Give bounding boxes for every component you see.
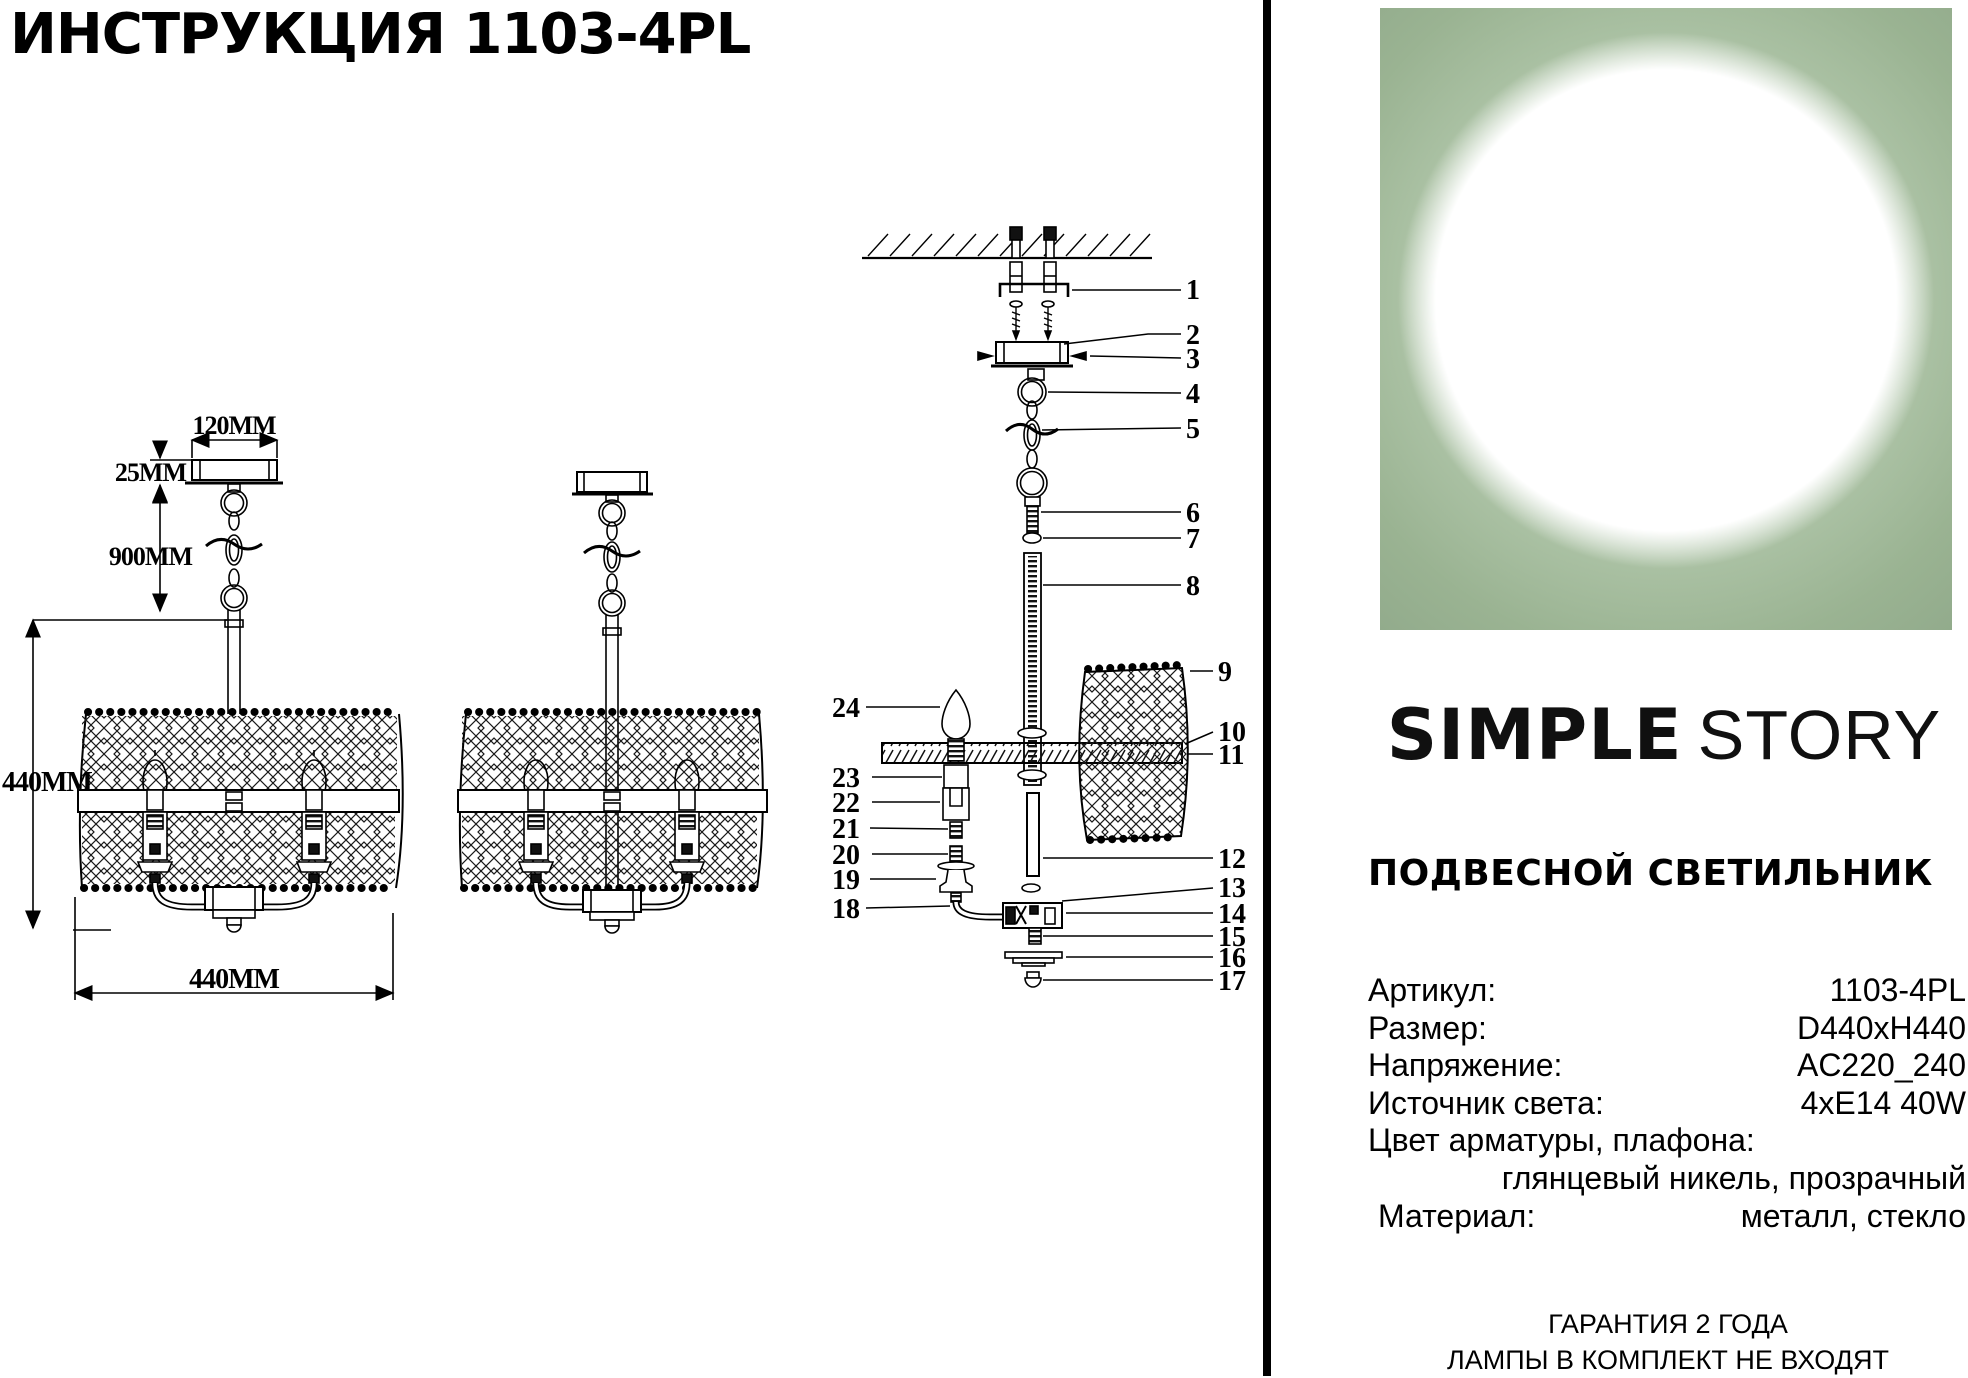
left-view — [25, 432, 404, 1001]
callout-2: 2 — [1186, 320, 1200, 351]
spec-label: Цвет арматуры, плафона: — [1368, 1122, 1755, 1159]
callout-13: 13 — [1218, 873, 1246, 904]
spec-list: Артикул: 1103-4PL Размер: D440xH440 Напр… — [1368, 972, 1966, 1235]
callout-10: 10 — [1218, 717, 1246, 748]
spec-row-article: Артикул: 1103-4PL — [1368, 972, 1966, 1010]
callout-6: 6 — [1186, 498, 1200, 529]
callout-11: 11 — [1218, 740, 1244, 771]
brand-logo-secondary: STORY — [1697, 696, 1942, 774]
bobeche-cup — [937, 861, 975, 893]
spec-value: D440xH440 — [1797, 1009, 1966, 1046]
callout-23: 23 — [832, 763, 860, 794]
callout-12: 12 — [1218, 844, 1246, 875]
dim-shade-width: 440MM — [189, 964, 279, 995]
footer-notes: ГАРАНТИЯ 2 ГОДА ЛАМПЫ В КОМПЛЕКТ НЕ ВХОД… — [1372, 1306, 1964, 1378]
callout-24: 24 — [832, 693, 860, 724]
front-view-socket-left — [517, 789, 555, 884]
callout-21: 21 — [832, 814, 860, 845]
spec-value: металл, стекло — [1740, 1197, 1966, 1234]
spec-label: Напряжение: — [1368, 1047, 1563, 1084]
callout-22: 22 — [832, 788, 860, 819]
callout-16: 16 — [1218, 943, 1246, 974]
mounting-screw — [1009, 300, 1055, 342]
technical-diagram: 120MM 25MM 900MM 440MM 440MM 1 2 3 4 5 6… — [2, 226, 1246, 1001]
brand-logo-primary: SIMPLE — [1386, 694, 1683, 776]
hub-assembly — [1002, 902, 1063, 988]
callout-18: 18 — [832, 894, 860, 925]
callout-3: 3 — [1186, 344, 1200, 375]
ceiling-anchor — [1009, 226, 1057, 293]
spec-row-size: Размер: D440xH440 — [1368, 1010, 1966, 1048]
callout-1: 1 — [1186, 275, 1200, 306]
warranty-note: ГАРАНТИЯ 2 ГОДА — [1548, 1309, 1788, 1339]
spec-value: AC220_240 — [1796, 1047, 1966, 1084]
callout-9: 9 — [1218, 657, 1232, 688]
callout-5: 5 — [1186, 414, 1200, 445]
dim-shade-height: 440MM — [2, 767, 92, 798]
spec-row-voltage: Напряжение: AC220_240 — [1368, 1047, 1966, 1085]
callout-17: 17 — [1218, 966, 1246, 997]
spec-label: Источник света: — [1368, 1084, 1604, 1121]
page-title: ИНСТРУКЦИЯ 1103-4PL — [10, 2, 751, 67]
spec-value: глянцевый никель, прозрачный — [1501, 1159, 1966, 1196]
spec-label: Размер: — [1368, 1009, 1487, 1046]
callout-7: 7 — [1186, 524, 1200, 555]
left-view-socket-right — [295, 789, 333, 884]
spec-row-material: Материал: металл, стекло — [1368, 1198, 1966, 1236]
exploded-view — [862, 226, 1214, 988]
callout-19: 19 — [832, 865, 860, 896]
callout-15: 15 — [1218, 922, 1246, 953]
dim-chain-length: 900MM — [109, 542, 193, 571]
spec-row-color-label: Цвет арматуры, плафона: — [1368, 1122, 1966, 1160]
callout-14: 14 — [1218, 899, 1246, 930]
spec-value: 4xE14 40W — [1800, 1084, 1966, 1121]
spec-label: Артикул: — [1368, 972, 1497, 1008]
callout-8: 8 — [1186, 571, 1200, 602]
front-view-socket-right — [668, 789, 706, 884]
candle-bulb — [941, 688, 971, 762]
spec-label: Материал: — [1378, 1197, 1536, 1234]
spec-row-light-source: Источник света: 4xE14 40W — [1368, 1085, 1966, 1123]
spec-value: 1103-4PL — [1829, 972, 1966, 1008]
callout-4: 4 — [1186, 379, 1200, 410]
spec-value — [1755, 1122, 1966, 1160]
left-view-socket-left — [136, 789, 174, 884]
callout-20: 20 — [832, 840, 860, 871]
leader-lines-left — [865, 706, 951, 909]
vertical-divider — [1263, 0, 1271, 1376]
brand-lamp-image — [1380, 8, 1952, 630]
dim-canopy-height: 25MM — [115, 458, 187, 487]
dim-canopy-width: 120MM — [192, 411, 276, 440]
product-type-heading: ПОДВЕСНОЙ СВЕТИЛЬНИК — [1368, 853, 1933, 894]
brand-logo: SIMPLE STORY — [1372, 700, 1956, 770]
lamps-note: ЛАМПЫ В КОМПЛЕКТ НЕ ВХОДЯТ — [1447, 1345, 1889, 1375]
front-view — [457, 471, 768, 934]
spec-row-color-value: глянцевый никель, прозрачный — [1368, 1160, 1966, 1198]
leader-lines-right — [1041, 289, 1214, 981]
